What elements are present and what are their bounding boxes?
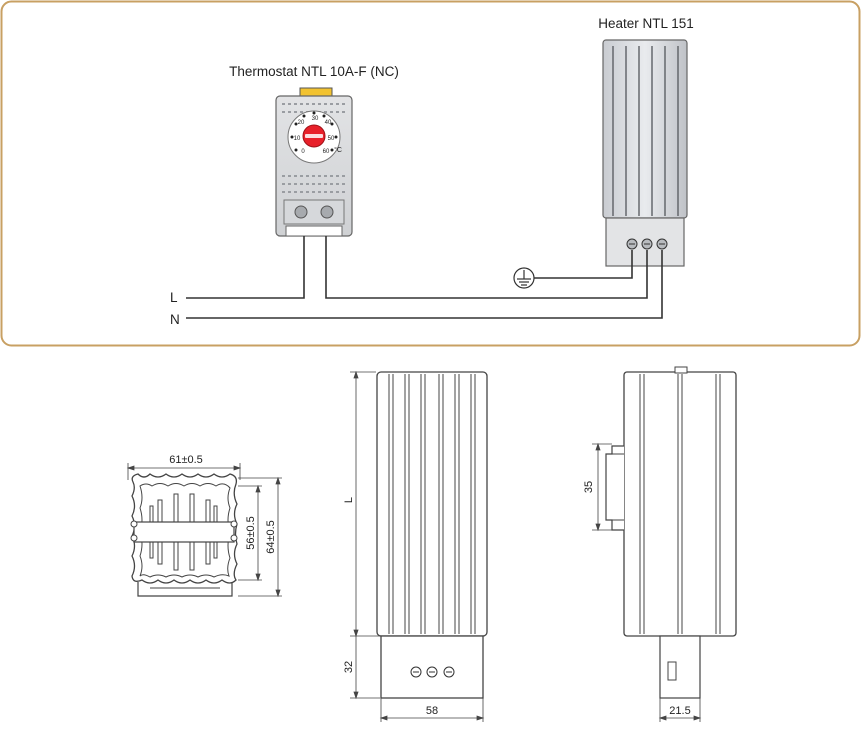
wire-neutral (186, 250, 663, 319)
dimension-drawings: 61±0.5 56±0.5 64±0.5 (126, 366, 737, 722)
dim-width-outer (126, 463, 242, 480)
top-view-fins (149, 493, 218, 571)
side-view: 35 21.5 (583, 366, 737, 722)
dim-width-outer-label: 61±0.5 (169, 454, 203, 466)
dim-length-label: L (343, 497, 355, 503)
side-view-body (623, 371, 737, 637)
dial-mark-10: 10 (294, 136, 301, 142)
heater-device (602, 39, 688, 267)
top-view-rail-hole-left-2 (130, 534, 138, 542)
dim-terminal-height (350, 636, 380, 700)
neutral-label: N (170, 312, 180, 327)
thermostat-rail-foot (285, 225, 343, 237)
wire-line-to-thermostat (186, 236, 305, 299)
top-view-inner-outline (139, 483, 231, 578)
front-view-terminals (410, 666, 455, 678)
top-view-rail (133, 521, 235, 543)
dial-mark-20: 20 (298, 120, 305, 126)
dim-height-inner-label: 56±0.5 (245, 516, 257, 550)
dial-mark-40: 40 (325, 120, 332, 126)
dial-mark-50: 50 (328, 136, 335, 142)
top-view-foot (137, 582, 233, 597)
thermostat-label: Thermostat NTL 10A-F (NC) (229, 64, 399, 79)
dim-height-outer-label: 64±0.5 (265, 520, 277, 554)
dial-unit-label: °C (334, 146, 342, 154)
thermostat-terminal-block (283, 199, 345, 225)
heater-fin-body (602, 39, 688, 219)
wire-thermostat-to-heater (325, 236, 648, 299)
top-view-rail-hole-right (230, 520, 238, 528)
side-view-terminal-housing (659, 635, 701, 699)
thermostat-device: 20 30 40 10 50 0 60 °C (275, 87, 353, 237)
dim-clip-span-label: 35 (583, 481, 595, 493)
dim-depth-label: 21.5 (669, 705, 690, 717)
line-label: L (170, 290, 178, 305)
thermostat-terminal-right (320, 205, 334, 219)
top-view: 61±0.5 56±0.5 64±0.5 (126, 454, 282, 598)
dim-height-inner (238, 484, 262, 582)
dial-mark-60: 60 (323, 149, 330, 155)
wire-earth (526, 250, 633, 279)
front-view: L 32 58 (343, 370, 488, 722)
side-view-din-clip (605, 445, 624, 531)
heater-label: Heater NTL 151 (598, 16, 694, 31)
dim-height-outer (238, 476, 282, 598)
front-view-fins (388, 374, 476, 634)
side-view-terminal-screw (667, 661, 677, 681)
top-view-rail-hole-right-2 (230, 534, 238, 542)
dim-depth (658, 698, 702, 722)
knob-slot (305, 134, 323, 138)
wires (186, 236, 663, 319)
side-view-top-tab (674, 366, 688, 374)
thermostat-terminal-left (294, 205, 308, 219)
dim-clip-span (592, 442, 612, 532)
dial-mark-30: 30 (312, 116, 319, 122)
ground-icon (513, 267, 535, 289)
dim-terminal-height-label: 32 (343, 661, 355, 673)
dim-base-width-label: 58 (426, 705, 438, 717)
wiring-panel-frame (0, 0, 861, 347)
dial-tick-marks (290, 111, 338, 152)
side-view-panel-lines (639, 374, 721, 634)
dial-mark-0: 0 (301, 149, 305, 155)
dim-base-width (379, 698, 485, 722)
heater-fins (612, 46, 679, 216)
dim-length (350, 370, 380, 638)
wiring-panel: Thermostat NTL 10A-F (NC) Heater NTL 151… (0, 0, 861, 347)
top-view-rail-hole-left (130, 520, 138, 528)
